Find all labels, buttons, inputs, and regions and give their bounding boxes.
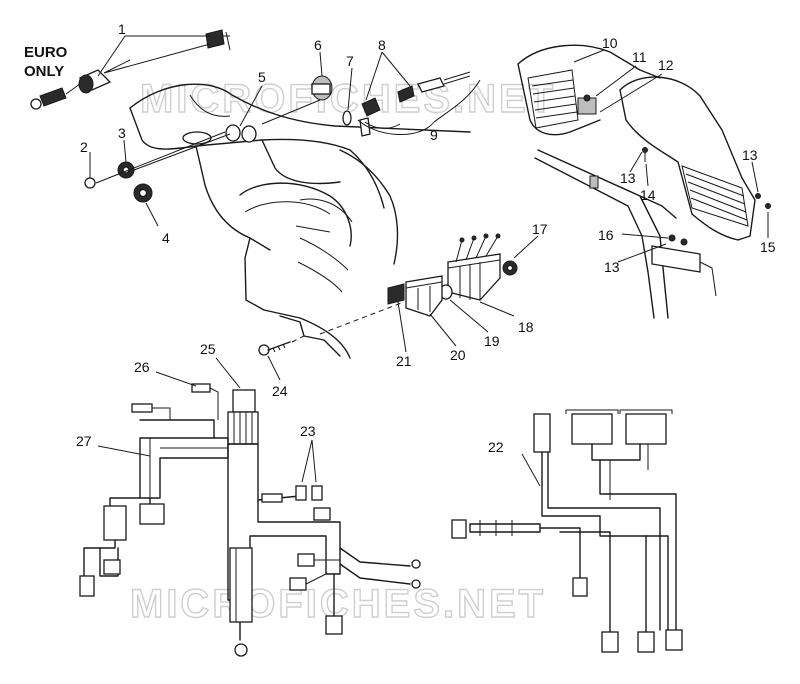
rear-fender-assembly [517,44,771,319]
key [205,29,225,49]
seal-7 [342,110,352,126]
relay [139,503,165,525]
callout-6: 6 [314,37,322,53]
callout-21: 21 [396,353,412,369]
callout-numbers: 1 2 3 4 5 6 7 8 9 10 11 12 13 13 13 14 1… [76,21,776,455]
plate-21 [387,283,405,305]
callout-9: 9 [430,127,438,143]
callout-4: 4 [162,230,170,246]
bolt-24 [258,335,305,356]
callout-8: 8 [378,37,386,53]
callout-2: 2 [80,139,88,155]
connector-8a [361,97,381,117]
connector-23b [311,485,323,501]
callout-15: 15 [760,239,776,255]
callout-17: 17 [532,221,548,237]
callout-5: 5 [258,69,266,85]
terminal-block [279,233,518,357]
terminal-20 [405,275,443,317]
callout-1: 1 [118,21,126,37]
callout-20: 20 [450,347,466,363]
callout-13-lower: 13 [604,259,620,275]
screw-14 [642,147,648,153]
callout-3: 3 [118,125,126,141]
bracket [651,245,701,273]
leader-lines [89,35,769,487]
callout-16: 16 [598,227,614,243]
callout-24: 24 [272,383,288,399]
connector-25 [232,389,256,413]
main-wiring-harness [79,383,421,657]
callout-26: 26 [134,359,150,375]
callout-13-middle: 13 [620,170,636,186]
switch-box-left [571,413,613,445]
front-fender-panel [129,83,471,359]
callout-13-upper: 13 [742,147,758,163]
watermark-group: MICROFICHES.NET MICROFICHES.NET [129,76,554,626]
key-switch-parts [30,29,231,203]
euro-only-note: EURO ONLY [24,44,68,80]
secondary-harness [451,409,683,653]
tail-light-lens [527,69,579,129]
callout-14: 14 [640,187,656,203]
euro-text: EURO [24,44,68,61]
callout-11: 11 [632,49,647,65]
callout-22: 22 [488,439,504,455]
only-text: ONLY [24,63,64,80]
callout-19: 19 [484,333,500,349]
screw-15 [765,203,771,209]
callout-25: 25 [200,341,216,357]
reflector-grill [681,165,749,227]
callout-12: 12 [658,57,674,73]
connector-22a [533,413,551,453]
callout-27: 27 [76,433,92,449]
callout-23: 23 [300,423,316,439]
connector-23a [295,485,307,501]
callout-10: 10 [602,35,618,51]
switch-box-right [625,413,667,445]
screw [84,177,96,189]
callout-18: 18 [518,319,534,335]
callout-7: 7 [346,53,354,69]
